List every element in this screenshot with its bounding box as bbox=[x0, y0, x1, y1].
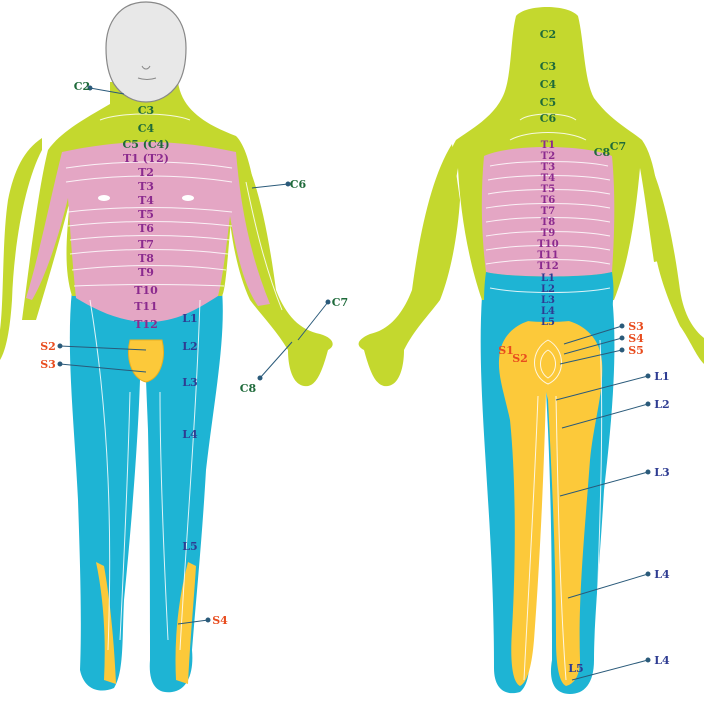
back-label-t1: T1 bbox=[541, 140, 555, 151]
back-label-t6: T6 bbox=[541, 195, 555, 206]
back-label-t7: T7 bbox=[541, 206, 555, 217]
front-callout-s4: S4 bbox=[212, 614, 228, 627]
back-thoracic-labels: T1 T2 T3 T4 T5 T6 T7 T8 T9 T10 T11 T12 bbox=[537, 140, 558, 272]
front-face-mouth bbox=[137, 77, 157, 80]
front-boundary-lines bbox=[65, 113, 283, 651]
front-right-arm bbox=[0, 138, 42, 360]
front-label-l2: L2 bbox=[182, 340, 197, 353]
back-label-c3: C3 bbox=[540, 60, 556, 73]
front-callout-c7: C7 bbox=[332, 296, 348, 309]
back-boundary-lines bbox=[485, 113, 611, 681]
front-label-l3: L3 bbox=[182, 376, 197, 389]
front-label-t9: T9 bbox=[138, 266, 154, 279]
back-callout-l1: L1 bbox=[654, 370, 669, 383]
front-face-nose bbox=[141, 65, 151, 70]
back-callout-l4-lower: L4 bbox=[654, 654, 670, 667]
back-label-t3: T3 bbox=[541, 162, 555, 173]
front-figure bbox=[0, 1, 333, 693]
front-label-t10: T10 bbox=[134, 284, 158, 297]
front-label-t11: T11 bbox=[134, 300, 158, 313]
front-label-t1: T1 (T2) bbox=[123, 152, 169, 165]
back-sacral-region bbox=[498, 318, 603, 686]
back-right-arm bbox=[358, 144, 460, 387]
front-label-c4: C4 bbox=[138, 122, 155, 135]
back-label-c5: C5 bbox=[540, 96, 556, 109]
front-label-l4: L4 bbox=[182, 428, 198, 441]
back-figure bbox=[358, 7, 704, 694]
back-callout-s5: S5 bbox=[628, 344, 644, 357]
front-callout-c6: C6 bbox=[290, 178, 307, 191]
back-label-l5-foot: L5 bbox=[568, 662, 583, 675]
callout-leader-lines bbox=[57, 85, 651, 681]
back-label-c7: C7 bbox=[610, 140, 626, 153]
back-callout-s3: S3 bbox=[628, 320, 644, 333]
back-thoracic-region bbox=[481, 147, 615, 277]
back-label-s1: S1 bbox=[498, 344, 514, 357]
back-label-l3: L3 bbox=[541, 295, 555, 306]
front-label-c3: C3 bbox=[138, 104, 154, 117]
back-label-t2: T2 bbox=[541, 151, 555, 162]
back-label-t10: T10 bbox=[537, 239, 558, 250]
front-label-t5: T5 bbox=[138, 208, 154, 221]
back-label-t9: T9 bbox=[541, 228, 555, 239]
front-callout-c8: C8 bbox=[240, 382, 257, 395]
back-label-t12: T12 bbox=[537, 261, 558, 272]
back-label-t5: T5 bbox=[541, 184, 555, 195]
front-sacral-left-shin bbox=[96, 562, 116, 684]
front-label-l5: L5 bbox=[182, 540, 197, 553]
back-label-t11: T11 bbox=[537, 250, 558, 261]
front-label-t6: T6 bbox=[138, 222, 154, 235]
front-label-l1: L1 bbox=[182, 312, 197, 325]
back-label-s2: S2 bbox=[512, 352, 528, 365]
front-callout-s3: S3 bbox=[40, 358, 56, 371]
front-label-t12: T12 bbox=[134, 318, 158, 331]
back-label-l5: L5 bbox=[541, 317, 555, 328]
back-label-l4: L4 bbox=[541, 306, 555, 317]
back-callout-s4: S4 bbox=[628, 332, 644, 345]
back-callout-l2: L2 bbox=[654, 398, 669, 411]
front-head bbox=[105, 1, 187, 103]
back-label-c8: C8 bbox=[594, 146, 611, 159]
front-label-t8: T8 bbox=[138, 252, 154, 265]
front-label-t2: T2 bbox=[138, 166, 154, 179]
back-callout-l4-upper: L4 bbox=[654, 568, 670, 581]
back-label-l1: L1 bbox=[541, 273, 555, 284]
front-nipple-right bbox=[98, 195, 110, 201]
back-labels: C2 C3 C4 C5 C6 C8 C7 T1 T2 T3 T4 T5 T6 T… bbox=[498, 28, 670, 675]
back-label-t4: T4 bbox=[541, 173, 555, 184]
front-labels: C3 C4 C5 (C4) T1 (T2) T2 T3 T4 T5 T6 T7 … bbox=[40, 80, 348, 627]
front-label-t7: T7 bbox=[138, 238, 154, 251]
front-callout-s2: S2 bbox=[40, 340, 56, 353]
front-label-t4: T4 bbox=[138, 194, 154, 207]
front-label-t3: T3 bbox=[138, 180, 154, 193]
back-label-c2: C2 bbox=[540, 28, 556, 41]
back-callout-l3: L3 bbox=[654, 466, 669, 479]
back-label-t8: T8 bbox=[541, 217, 555, 228]
front-nipple-left bbox=[182, 195, 194, 201]
front-label-c5: C5 (C4) bbox=[122, 138, 169, 151]
back-label-c6: C6 bbox=[540, 112, 557, 125]
back-lumbar-waist bbox=[484, 272, 614, 322]
front-thoracic-region bbox=[26, 142, 270, 322]
back-label-l2: L2 bbox=[541, 284, 555, 295]
back-label-c4: C4 bbox=[540, 78, 557, 91]
front-callout-c2: C2 bbox=[74, 80, 90, 93]
back-lumbar-labels: L1 L2 L3 L4 L5 bbox=[541, 273, 555, 328]
